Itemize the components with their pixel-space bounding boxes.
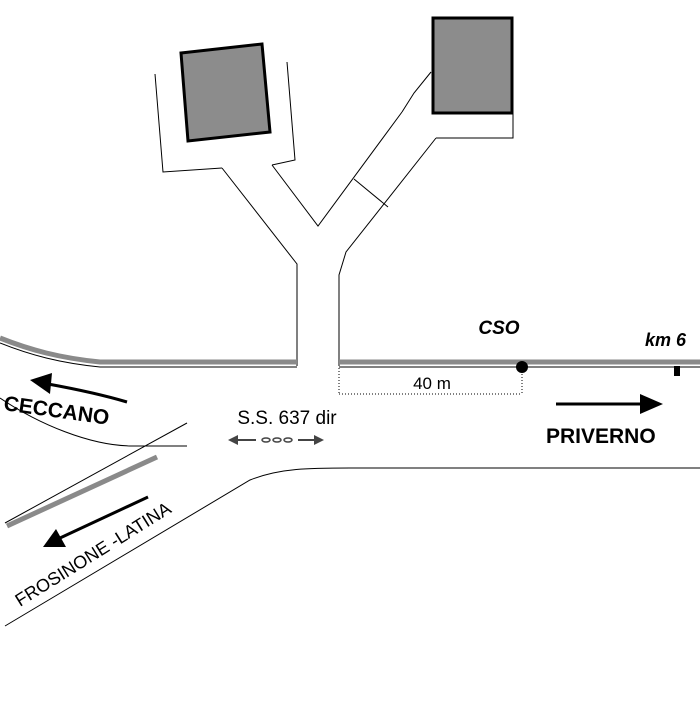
priverno-arrow-icon: [556, 394, 663, 414]
distance-label: 40 m: [413, 374, 451, 393]
building-left: [179, 42, 272, 143]
rail-frosinone: [5, 454, 159, 529]
building-right: [431, 16, 514, 115]
road-edge-upper-left: [0, 335, 297, 365]
dot-marker-icon: [516, 361, 528, 373]
cso-label: CSO: [478, 318, 519, 339]
lot-right-outline: [401, 30, 514, 139]
ceccano-arrow-icon: [30, 373, 128, 404]
access-road-fork-inner: [271, 111, 403, 227]
lot-left-outline: [154, 61, 296, 173]
frosinone-arrow-icon: [43, 495, 149, 547]
road-edge-lower: [4, 467, 700, 627]
double-arrow-icon: [228, 435, 324, 445]
access-road-right-edge: [338, 137, 437, 366]
road-edge-frosinone: [4, 422, 188, 524]
access-road-crossline: [353, 178, 389, 208]
road-edge-upper-left-line: [0, 342, 297, 368]
priverno-label: PRIVERNO: [546, 425, 656, 448]
ceccano-label: CECCANO: [2, 392, 110, 430]
road-edge-ceccano: [0, 397, 187, 447]
square-marker-icon: [674, 366, 680, 376]
road-name-label: S.S. 637 dir: [237, 408, 337, 429]
access-road-left-edge: [221, 167, 298, 366]
km-label: km 6: [645, 330, 687, 350]
